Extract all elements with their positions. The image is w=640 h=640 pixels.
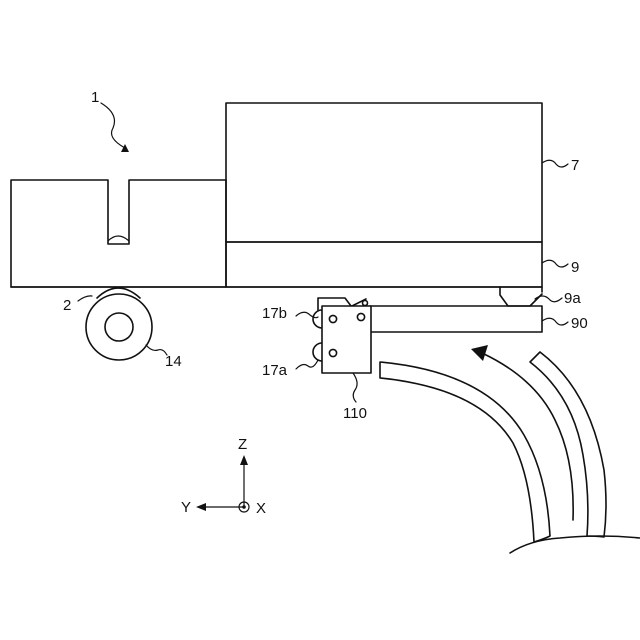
ref-14: 14 [165,353,182,370]
z-arrowhead [240,455,248,465]
leader-14 [146,345,167,355]
upper-unit-7 [226,103,542,242]
guide-outer [530,352,606,537]
feed-direction-arrow [482,353,573,520]
lever-tip [363,301,368,306]
bottom-chamfer [500,287,542,292]
guide-inner [380,362,550,542]
axis-x-label: X [256,500,266,517]
ref-110: 110 [343,405,367,422]
ref-2: 2 [63,297,71,314]
roller-14-inner [105,313,133,341]
leader-17a [296,360,318,369]
ref-17b: 17b [262,305,287,322]
housing-slot-bottom-arc [108,236,129,241]
ref-9a: 9a [564,290,581,307]
sheet-surface [510,536,640,553]
leader-9a [535,296,562,302]
roller-14-outer [86,294,152,360]
plate-90 [370,306,542,332]
coordinate-axes: Z Y X [181,436,266,517]
feed-direction-arrowhead [471,345,488,361]
leader-1-arrowhead [121,144,129,152]
leader-7 [542,160,568,167]
x-axis-out-of-page-dot [242,505,246,509]
leader-110 [353,373,357,402]
ref-1: 1 [91,89,99,106]
lower-unit-9 [226,242,542,287]
axis-y-label: Y [181,499,191,516]
ref-90: 90 [571,315,588,332]
leader-90 [542,318,568,325]
leader-1 [101,103,125,148]
leader-2 [78,296,92,301]
axis-z-label: Z [238,436,247,453]
ref-9: 9 [571,259,579,276]
protrusion-9a [500,287,542,306]
y-arrowhead [196,503,206,511]
left-housing [11,180,226,287]
ref-17a: 17a [262,362,288,379]
ref-7: 7 [571,157,579,174]
leader-9 [542,260,568,267]
